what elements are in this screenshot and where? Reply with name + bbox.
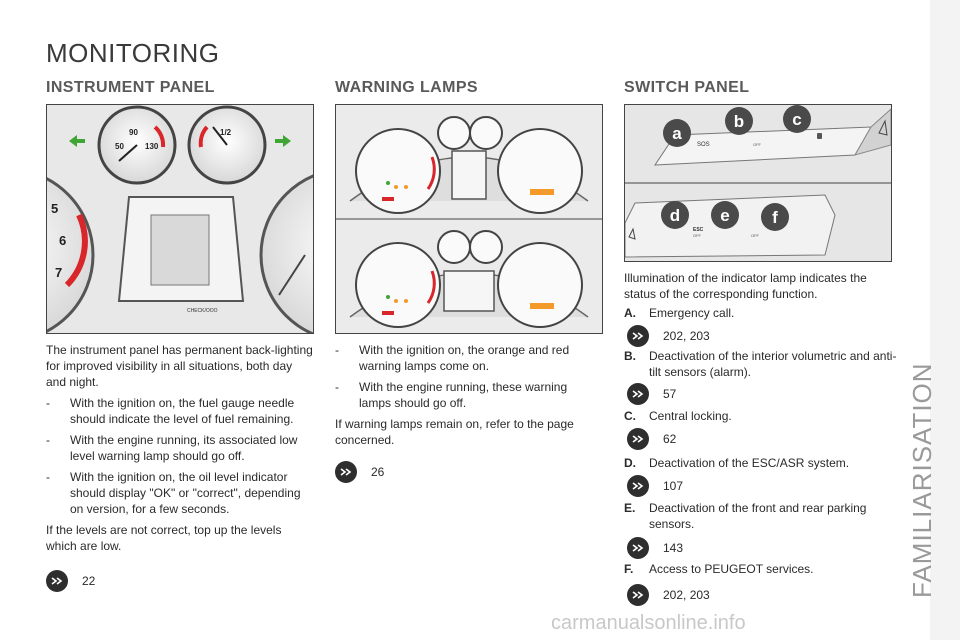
check-label: CHECK/OOO [187, 308, 218, 314]
warning-outro: If warning lamps remain on, refer to the… [335, 417, 574, 447]
switch-intro: Illumination of the indicator lamp indic… [624, 271, 867, 301]
list-item: C.Central locking. [624, 409, 732, 423]
page-ref-number: 107 [663, 479, 684, 493]
left-indicator-icon [69, 135, 85, 147]
instrument-outro: If the levels are not correct, top up th… [46, 523, 282, 553]
page-ref-number: 143 [663, 541, 684, 555]
page-ref-icon [627, 383, 649, 405]
page-ref-number: 62 [663, 432, 677, 446]
page-ref-number: 57 [663, 387, 677, 401]
instrument-panel-text: The instrument panel has permanent back-… [46, 342, 314, 559]
page-ref-link[interactable]: 202, 203 [627, 325, 710, 347]
watermark: carmanualsonline.info [551, 612, 746, 634]
page-ref-icon [627, 475, 649, 497]
lock-icon [817, 133, 822, 139]
switch-panel-illustration: SOS OFF ESC OFF OFF a b c d e f [624, 104, 892, 262]
page-ref-link[interactable]: 107 [627, 475, 683, 497]
switch-panel-heading: SWITCH PANEL [624, 79, 750, 96]
callout-a: a [672, 124, 682, 143]
list-item: -With the ignition on, the oil level ind… [46, 470, 301, 516]
callout-f: f [772, 208, 778, 227]
page-ref-link[interactable]: 22 [46, 570, 95, 592]
instrument-panel-illustration: 5 6 7 90 50 130 1/2 CHECK/OOO [46, 104, 314, 334]
list-item: -With the ignition on, the fuel gauge ne… [46, 396, 295, 426]
page-ref-icon [627, 584, 649, 606]
warning-lamps-illustration [335, 104, 603, 334]
list-item: A.Emergency call. [624, 306, 735, 320]
fuel-label-half: 1/2 [220, 128, 232, 137]
right-indicator-icon [275, 135, 291, 147]
temp-label-130: 130 [145, 142, 159, 151]
temp-label-90: 90 [129, 128, 138, 137]
warning-lamps-heading: WARNING LAMPS [335, 79, 478, 96]
temp-label-50: 50 [115, 142, 124, 151]
page-ref-icon [46, 570, 68, 592]
page-ref-icon [335, 461, 357, 483]
callout-b: b [734, 112, 744, 131]
warning-lamps-drawing [336, 105, 602, 333]
page-ref-link[interactable]: 57 [627, 383, 676, 405]
alarm-off-label: OFF [753, 142, 762, 147]
instrument-panel-drawing: 5 6 7 90 50 130 1/2 CHECK/OOO [47, 105, 313, 333]
section-tab-label: FAMILIARISATION [907, 362, 937, 598]
tacho-label-7: 7 [55, 265, 62, 280]
tacho-label-5: 5 [51, 201, 58, 216]
page-ref-number: 26 [371, 465, 385, 479]
switch-panel-drawing: SOS OFF ESC OFF OFF a b c d e f [625, 105, 891, 261]
page-ref-number: 202, 203 [663, 329, 710, 343]
page-title: MONITORING [46, 38, 220, 68]
sos-label: SOS [697, 142, 710, 148]
tacho-label-6: 6 [59, 233, 66, 248]
list-item: E.Deactivation of the front and rear par… [624, 501, 867, 531]
page-ref-icon [627, 325, 649, 347]
instrument-intro: The instrument panel has permanent back-… [46, 343, 313, 389]
page-ref-link[interactable]: 62 [627, 428, 676, 450]
page-ref-icon [627, 537, 649, 559]
list-item: D.Deactivation of the ESC/ASR system. [624, 456, 850, 470]
page-ref-icon [627, 428, 649, 450]
page-ref-link[interactable]: 143 [627, 537, 683, 559]
list-item: B.Deactivation of the interior volumetri… [624, 349, 897, 379]
callout-c: c [792, 110, 801, 129]
page-ref-number: 22 [82, 574, 96, 588]
callout-d: d [670, 206, 680, 225]
esc-label: ESC [693, 227, 704, 233]
warning-lamps-text: -With the ignition on, the orange and re… [335, 342, 597, 453]
list-item: -With the ignition on, the orange and re… [335, 343, 570, 373]
list-item: -With the engine running, its associated… [46, 433, 298, 463]
park-off-label: OFF [751, 233, 760, 238]
side-tab-strip [930, 0, 960, 640]
esc-off-label: OFF [693, 233, 702, 238]
page-ref-link[interactable]: 202, 203 [627, 584, 710, 606]
page-ref-link[interactable]: 26 [335, 461, 384, 483]
callout-e: e [720, 206, 729, 225]
instrument-panel-heading: INSTRUMENT PANEL [46, 79, 215, 96]
list-item: -With the engine running, these warning … [335, 380, 568, 410]
list-item: F.Access to PEUGEOT services. [624, 562, 814, 576]
page-ref-number: 202, 203 [663, 588, 710, 602]
